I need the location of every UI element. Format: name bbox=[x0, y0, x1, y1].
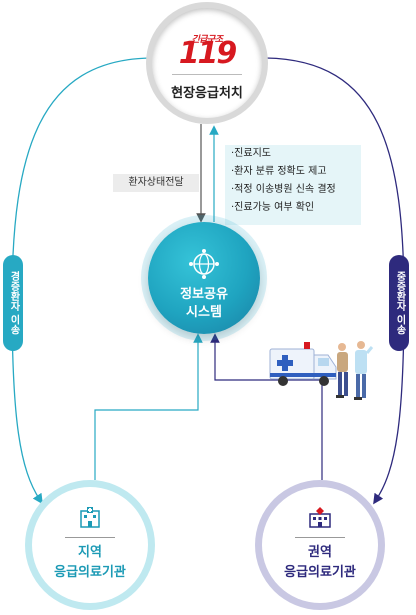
regional-hospital-icon bbox=[309, 507, 331, 528]
status-transfer-tag: 환자상태전달 bbox=[113, 174, 199, 192]
node-br-line2: 응급의료기관 bbox=[284, 565, 356, 580]
hospital-icon bbox=[80, 507, 100, 528]
edge-bl-to-center bbox=[94, 333, 203, 480]
functions-box: ·진료지도 ·환자 분류 정확도 제고 ·적정 이송병원 신속 결정 ·진료가능… bbox=[225, 145, 361, 225]
globe-network-icon bbox=[189, 249, 219, 279]
node-center-line1: 정보공유 bbox=[180, 287, 228, 302]
node-info-sharing-system: 정보공유 시스템 bbox=[148, 222, 260, 334]
node-bl-line1: 지역 bbox=[78, 545, 102, 560]
function-item: ·적정 이송병원 신속 결정 bbox=[231, 184, 336, 195]
divider bbox=[65, 537, 115, 538]
divider bbox=[172, 74, 242, 75]
function-item: ·진료지도 bbox=[231, 148, 271, 159]
node-br-line1: 권역 bbox=[308, 545, 332, 560]
function-item: ·진료가능 여부 확인 bbox=[231, 202, 315, 213]
ambulance-icon bbox=[269, 341, 374, 400]
node-field-emergency-care: 긴급구조 119 현장응급처치 bbox=[146, 2, 268, 124]
function-item: ·환자 분류 정확도 제고 bbox=[231, 166, 327, 177]
mild-patient-transfer-pill: 경증환자 이송 bbox=[3, 255, 23, 351]
node-center-label: 정보공유 시스템 bbox=[148, 286, 260, 322]
right-pill-label: 중증환자 이송 bbox=[394, 271, 405, 335]
node-bl-line2: 응급의료기관 bbox=[54, 565, 126, 580]
logo-sub-text: 긴급구조 bbox=[191, 35, 223, 45]
left-pill-label: 경증환자 이송 bbox=[8, 271, 19, 335]
node-br-label: 권역 응급의료기관 bbox=[262, 543, 378, 583]
edge-br-to-center bbox=[210, 333, 323, 480]
severe-patient-transfer-pill: 중증환자 이송 bbox=[389, 255, 409, 351]
node-center-line2: 시스템 bbox=[186, 305, 222, 320]
node-regional-emergency-center: 권역 응급의료기관 bbox=[255, 480, 385, 610]
arc-left bbox=[11, 57, 151, 505]
node-bl-label: 지역 응급의료기관 bbox=[32, 543, 148, 583]
node-local-emergency-center: 지역 응급의료기관 bbox=[25, 480, 155, 610]
node-top-label: 현장응급처치 bbox=[171, 86, 243, 101]
logo-119: 119 bbox=[178, 36, 238, 71]
arc-right bbox=[265, 57, 405, 505]
divider bbox=[295, 537, 345, 538]
